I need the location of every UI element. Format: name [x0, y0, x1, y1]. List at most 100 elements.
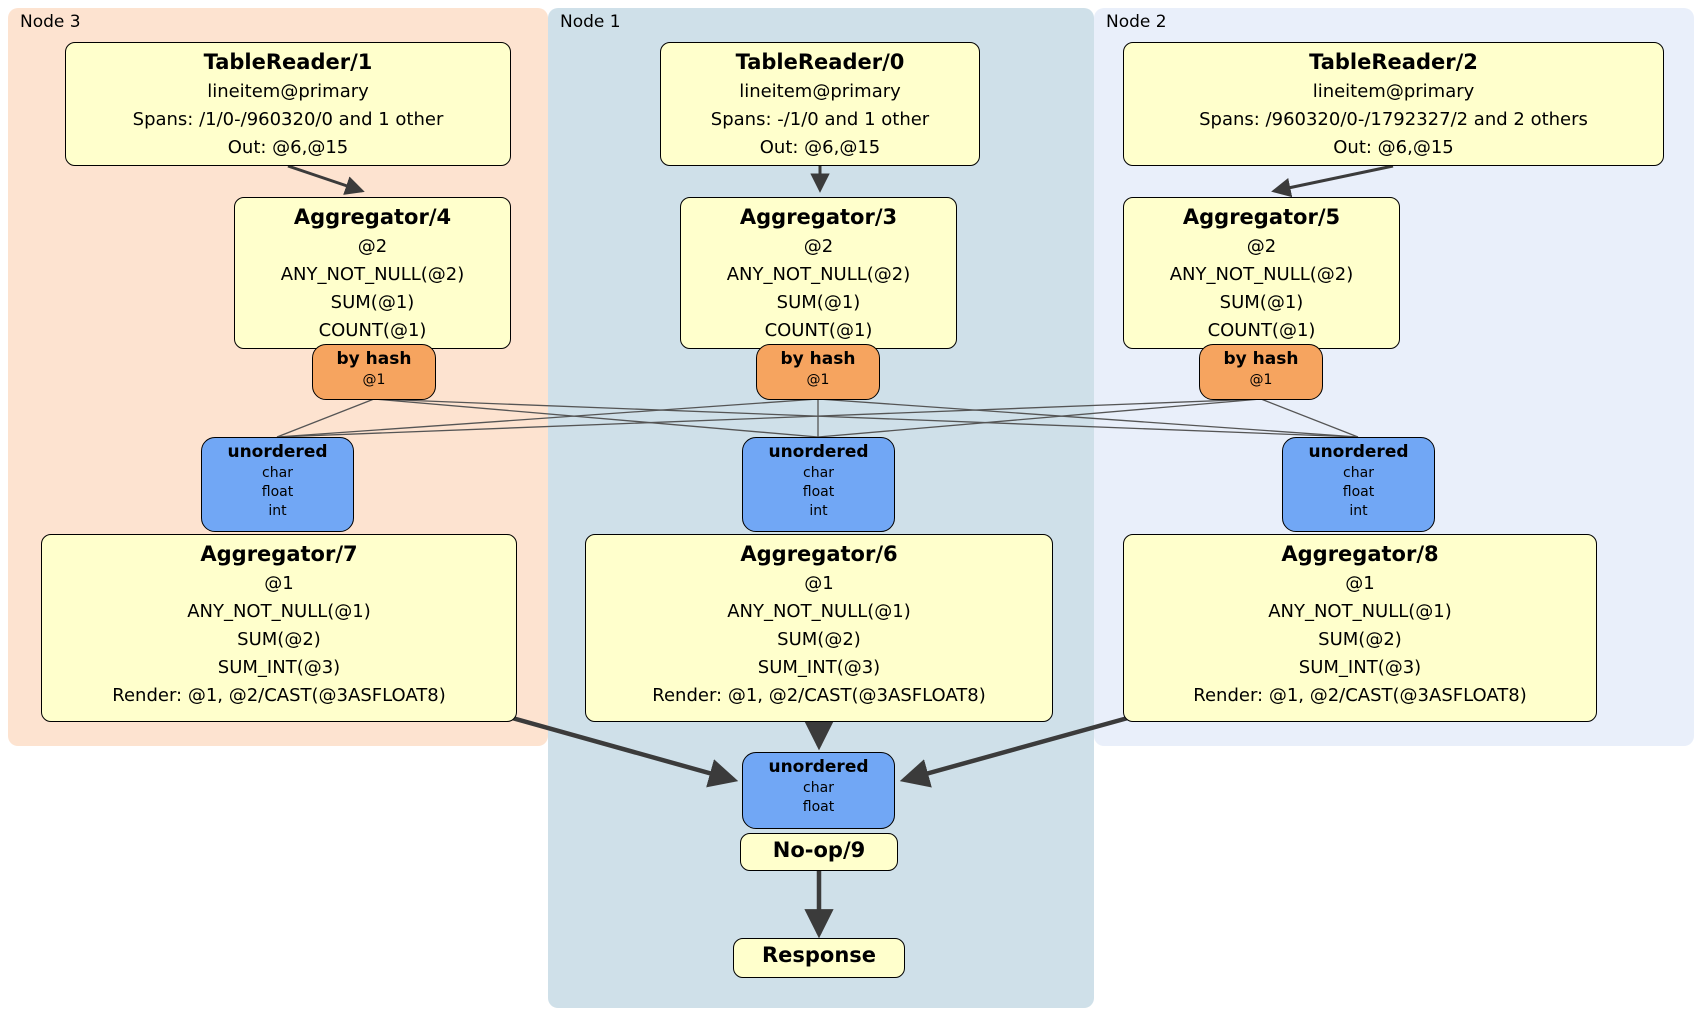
- node-line: ANY_NOT_NULL(@2): [726, 264, 911, 285]
- node3-region-label: Node 3: [20, 12, 81, 32]
- node-line: lineitem@primary: [207, 81, 369, 102]
- node-line: SUM(@2): [1318, 629, 1402, 650]
- router-title: by hash: [1223, 349, 1299, 369]
- node-line: SUM(@2): [237, 629, 321, 650]
- node-line: Out: @6,@15: [1333, 137, 1454, 158]
- node-line: @2: [803, 236, 834, 257]
- router-line: @1: [362, 372, 386, 388]
- node-title: TableReader/2: [1309, 50, 1478, 74]
- node-line: COUNT(@1): [764, 320, 873, 341]
- edge-hash2-unordered1: [817, 398, 1262, 438]
- router-line: char: [262, 465, 293, 481]
- unordered-sync-node3: unordered char float int: [201, 437, 354, 532]
- node-line: SUM_INT(@3): [1298, 657, 1422, 678]
- aggregator-5-node: Aggregator/5 @2 ANY_NOT_NULL(@2) SUM(@1)…: [1123, 197, 1400, 349]
- node-line: Render: @1, @2/CAST(@3ASFLOAT8): [112, 685, 446, 706]
- router-title: unordered: [1308, 442, 1409, 462]
- node-line: @1: [264, 573, 294, 594]
- tablereader-1-node: TableReader/1 lineitem@primary Spans: /1…: [65, 42, 511, 166]
- router-line: int: [1349, 503, 1368, 519]
- node-line: SUM_INT(@3): [217, 657, 341, 678]
- edge-tablereader1-aggregator4: [287, 164, 365, 195]
- edge-tablereader2-aggregator5: [1271, 164, 1394, 198]
- node-line: @2: [357, 236, 388, 257]
- node-title: Aggregator/7: [200, 542, 358, 566]
- router-line: @1: [1249, 372, 1273, 388]
- node-line: ANY_NOT_NULL(@2): [1169, 264, 1354, 285]
- node-line: Spans: /960320/0-/1792327/2 and 2 others: [1199, 109, 1588, 130]
- edge-hash2-unordered3: [276, 398, 1262, 438]
- node-line: COUNT(@1): [318, 320, 427, 341]
- router-title: unordered: [768, 757, 869, 777]
- node-line: Render: @1, @2/CAST(@3ASFLOAT8): [652, 685, 986, 706]
- node-title: TableReader/0: [735, 50, 905, 74]
- hash-router-node2: by hash @1: [1199, 344, 1323, 400]
- edge-aggregator8-unordered-final: [899, 713, 1136, 788]
- hash-router-node3: by hash @1: [312, 344, 436, 400]
- noop-9-node: No-op/9: [740, 833, 898, 871]
- node-line: SUM(@1): [776, 292, 861, 313]
- tablereader-2-node: TableReader/2 lineitem@primary Spans: /9…: [1123, 42, 1664, 166]
- node-line: @2: [1246, 236, 1277, 257]
- router-line: float: [261, 484, 294, 500]
- node-title: No-op/9: [772, 838, 866, 862]
- router-line: float: [802, 799, 835, 815]
- router-line: char: [1343, 465, 1374, 481]
- node-title: Aggregator/3: [739, 205, 898, 229]
- node-line: @1: [804, 573, 834, 594]
- node-line: SUM(@1): [1219, 292, 1304, 313]
- node-line: SUM_INT(@3): [757, 657, 881, 678]
- edge-hash2-unordered2: [1260, 398, 1359, 438]
- router-line: int: [809, 503, 828, 519]
- node-title: Aggregator/4: [293, 205, 452, 229]
- node-title: Aggregator/6: [740, 542, 898, 566]
- node-title: Aggregator/5: [1182, 205, 1341, 229]
- router-title: by hash: [780, 349, 856, 369]
- router-line: char: [803, 465, 834, 481]
- hash-router-node1: by hash @1: [756, 344, 880, 400]
- node-line: COUNT(@1): [1207, 320, 1316, 341]
- edge-aggregator7-unordered-final: [504, 713, 739, 788]
- node-line: Render: @1, @2/CAST(@3ASFLOAT8): [1193, 685, 1527, 706]
- edge-hash3-unordered3: [276, 398, 375, 438]
- router-title: by hash: [336, 349, 412, 369]
- aggregator-6-node: Aggregator/6 @1 ANY_NOT_NULL(@1) SUM(@2)…: [585, 534, 1053, 722]
- edge-hash1-unordered2: [817, 398, 1359, 438]
- router-line: char: [803, 780, 834, 796]
- node-line: SUM(@1): [330, 292, 415, 313]
- node2-region-label: Node 2: [1106, 12, 1167, 32]
- node-line: ANY_NOT_NULL(@1): [727, 601, 911, 622]
- unordered-sync-node1: unordered char float int: [742, 437, 895, 532]
- edge-hash3-unordered1: [373, 398, 819, 438]
- node-title: Response: [761, 943, 877, 967]
- aggregator-4-node: Aggregator/4 @2 ANY_NOT_NULL(@2) SUM(@1)…: [234, 197, 511, 349]
- router-title: unordered: [227, 442, 328, 462]
- node-line: Out: @6,@15: [227, 137, 349, 158]
- router-line: int: [268, 503, 287, 519]
- router-line: @1: [806, 372, 830, 388]
- node-line: Out: @6,@15: [759, 137, 881, 158]
- node-title: Aggregator/8: [1281, 542, 1439, 566]
- aggregator-8-node: Aggregator/8 @1 ANY_NOT_NULL(@1) SUM(@2)…: [1123, 534, 1597, 722]
- node-line: ANY_NOT_NULL(@1): [1268, 601, 1452, 622]
- router-line: float: [1342, 484, 1375, 500]
- node-line: ANY_NOT_NULL(@2): [280, 264, 465, 285]
- aggregator-3-node: Aggregator/3 @2 ANY_NOT_NULL(@2) SUM(@1)…: [680, 197, 957, 349]
- node1-region-label: Node 1: [560, 12, 621, 32]
- node-line: lineitem@primary: [1312, 81, 1475, 102]
- node-line: SUM(@2): [777, 629, 861, 650]
- unordered-sync-final: unordered char float: [742, 752, 895, 829]
- node-line: Spans: /1/0-/960320/0 and 1 other: [132, 109, 444, 130]
- edge-hash3-unordered2: [373, 398, 1359, 438]
- node-line: @1: [1345, 573, 1375, 594]
- node-line: Spans: -/1/0 and 1 other: [710, 109, 930, 130]
- unordered-sync-node2: unordered char float int: [1282, 437, 1435, 532]
- edge-hash1-unordered3: [276, 398, 819, 438]
- router-title: unordered: [768, 442, 869, 462]
- node-title: TableReader/1: [203, 50, 373, 74]
- node-line: ANY_NOT_NULL(@1): [187, 601, 371, 622]
- response-node: Response: [733, 938, 905, 978]
- tablereader-0-node: TableReader/0 lineitem@primary Spans: -/…: [660, 42, 980, 166]
